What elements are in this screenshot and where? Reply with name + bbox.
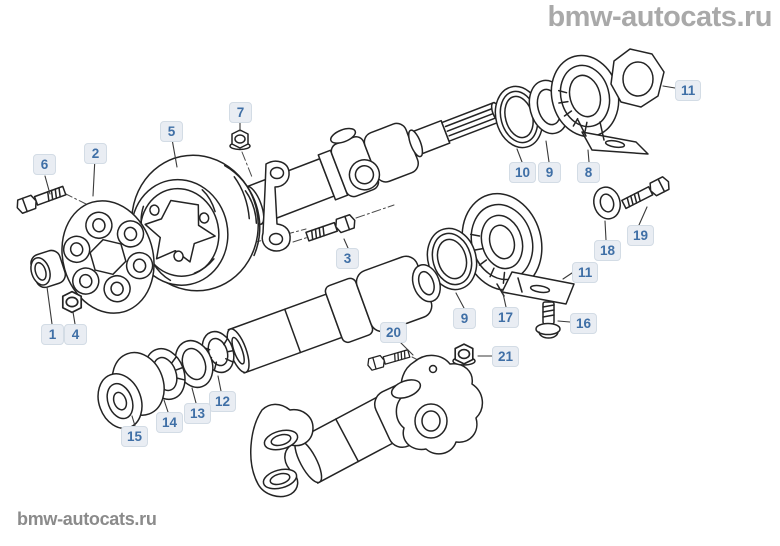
nut-21 [452, 343, 476, 366]
site-watermark-top: bmw-autocats.ru [547, 1, 772, 33]
bolt-20 [365, 347, 412, 372]
part-callout-5[interactable]: 5 [160, 121, 183, 142]
bolt-16 [535, 301, 561, 339]
ring-9-lower [426, 227, 478, 291]
part-callout-6[interactable]: 6 [33, 154, 56, 175]
part-callout-19[interactable]: 19 [627, 225, 655, 246]
axis-line [63, 192, 99, 211]
washer-18 [593, 186, 621, 220]
part-callout-7[interactable]: 7 [229, 102, 252, 123]
site-watermark-bottom: bmw-autocats.ru [17, 509, 157, 529]
rear-flange [390, 354, 484, 455]
part-callout-10[interactable]: 10 [509, 162, 537, 183]
part-callout-9b[interactable]: 9 [453, 308, 476, 329]
part-callout-20[interactable]: 20 [380, 322, 408, 343]
center-bearing-8 [550, 54, 649, 155]
part-callout-1[interactable]: 1 [41, 324, 64, 345]
part-callout-14[interactable]: 14 [156, 412, 184, 433]
fork-yoke [250, 403, 314, 498]
part-callout-16[interactable]: 16 [570, 313, 598, 334]
part-callout-15[interactable]: 15 [121, 426, 149, 447]
leader-lines [44, 85, 676, 427]
part-callout-13[interactable]: 13 [184, 403, 212, 424]
nut-4 [61, 290, 83, 314]
part-callout-12[interactable]: 12 [209, 391, 237, 412]
flex-disc [61, 200, 155, 314]
bolt-19 [619, 174, 673, 212]
shaft-strap [261, 160, 291, 252]
rubber-mount-11-top [610, 48, 665, 108]
part-callout-4[interactable]: 4 [64, 324, 87, 345]
bearing-cap [329, 127, 357, 144]
part-callout-8[interactable]: 8 [577, 162, 600, 183]
part-callout-21[interactable]: 21 [492, 346, 520, 367]
vibration-damper [130, 154, 261, 292]
part-callout-3[interactable]: 3 [336, 248, 359, 269]
bolt-6 [14, 183, 68, 216]
sleeve-15 [97, 351, 165, 430]
nut-7 [229, 129, 251, 151]
part-callout-2[interactable]: 2 [84, 143, 107, 164]
bearing-cap [390, 379, 422, 399]
part-callout-18[interactable]: 18 [594, 240, 622, 261]
centering-bushing [30, 249, 67, 289]
part-callout-9[interactable]: 9 [538, 162, 561, 183]
center-bearing-17 [461, 192, 575, 305]
part-callout-11b[interactable]: 11 [572, 262, 599, 283]
bolt-3 [304, 213, 358, 245]
part-callout-17[interactable]: 17 [492, 307, 520, 328]
part-callout-11[interactable]: 11 [675, 80, 702, 101]
upper-driveshaft [243, 101, 503, 226]
